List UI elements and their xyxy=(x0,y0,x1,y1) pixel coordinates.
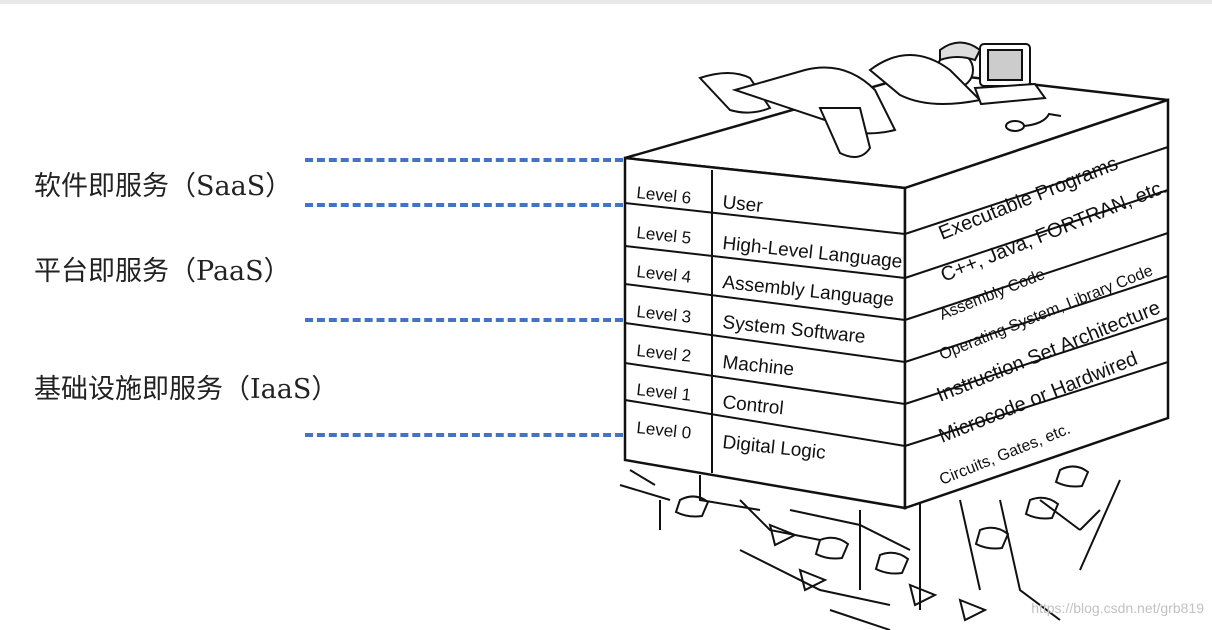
top-border xyxy=(0,0,1212,4)
paas-bottom-dashed-line xyxy=(305,318,623,322)
saas-top-dashed-line xyxy=(305,158,623,162)
level-6-name: User xyxy=(721,192,764,217)
abstraction-levels-diagram: Level 6 Level 5 Level 4 Level 3 Level 2 … xyxy=(619,41,1170,630)
paas-label: 平台即服务（PaaS） xyxy=(34,256,291,287)
circuit-gates-illustration xyxy=(619,465,1121,630)
iaas-bottom-dashed-line xyxy=(305,433,623,437)
front-layer-dividers xyxy=(624,170,906,473)
iaas-label: 基础设施即服务（IaaS） xyxy=(34,374,339,405)
saas-label: 软件即服务（SaaS） xyxy=(34,171,293,202)
side-layer-dividers xyxy=(904,146,1169,447)
box-side-face xyxy=(903,98,1170,510)
saas-bottom-dashed-line xyxy=(305,203,623,207)
watermark: https://blog.csdn.net/grb819 xyxy=(1031,600,1204,616)
user-at-computer-illustration xyxy=(698,41,1062,158)
